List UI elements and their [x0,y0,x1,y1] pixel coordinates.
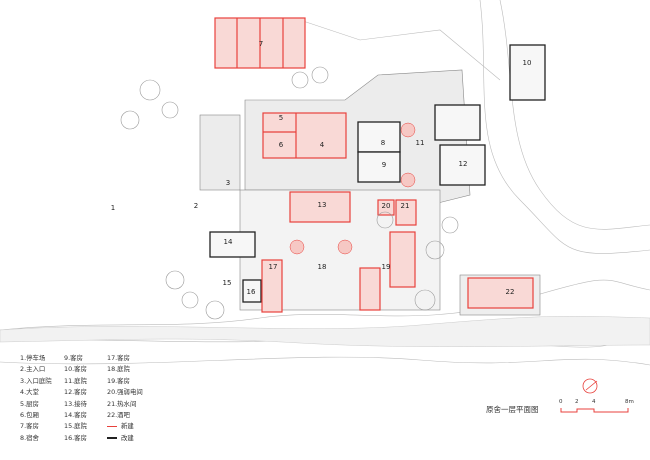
room-label: 9 [382,161,386,169]
legend-item: 5.厨房 [20,399,39,408]
new-line-swatch [107,425,117,428]
renovated-line-swatch [107,437,117,439]
room-label: 6 [279,141,284,149]
legend-item: 10.客房 [64,365,87,374]
scale-tick: 8m [625,399,634,405]
legend-item: 4.大堂 [20,388,39,397]
drawing-title: 原舍一层平面图 [486,405,539,414]
legend-item: 17.客房 [107,354,130,362]
room-label: 1 [111,204,115,212]
room-label: 15 [223,279,232,287]
renovated-blocks [209,44,546,303]
room-label: 14 [224,238,233,246]
legend-new-label: 新建 [121,422,134,431]
legend-item: 13.接待 [64,399,87,408]
room-label: 20 [382,202,391,210]
room-label: 13 [318,201,327,209]
legend-item: 18.庭院 [107,365,130,374]
legend-item: 3.入口庭院 [20,376,52,385]
room-7 [214,17,306,69]
scale-bar [560,408,629,413]
trees [120,66,459,320]
legend-item: 7.客房 [20,422,39,431]
legend-item: 1.停车场 [20,354,46,362]
legend-item: 19.客房 [107,376,130,385]
scale-tick: 4 [592,399,596,405]
room-label: 5 [279,114,283,122]
room-label: 10 [523,59,532,67]
room-label: 19 [382,263,391,271]
room-labels: 1 2 3 4 5 6 7 8 9 10 11 12 13 14 15 16 1… [111,40,532,296]
new-blocks [261,191,534,313]
legend-item: 15.庭院 [64,422,87,431]
legend-item: 2.主入口 [20,365,46,374]
room-label: 11 [416,139,425,147]
legend-item: 12.客房 [64,388,87,397]
courtyard-trees [289,122,416,255]
room-label: 22 [506,288,515,296]
room-label: 7 [259,40,263,48]
room-label: 3 [226,179,230,187]
river [0,316,650,347]
legend-item: 8.宿舍 [20,433,39,442]
legend-item: 22.酒吧 [107,411,130,420]
room-label: 18 [318,263,327,271]
north-arrow-icon [582,378,598,394]
room-label: 16 [247,288,256,296]
legend-item: 9.客房 [64,354,83,362]
legend-item: 21.热水间 [107,399,137,408]
room-label: 12 [459,160,468,168]
site-contours [0,0,650,366]
room-label: 17 [269,263,278,271]
legend-new: 新建 [107,421,143,432]
legend-item: 14.客房 [64,411,87,420]
rooms-4-5-6 [262,112,347,159]
room-label: 4 [320,141,325,149]
room-label: 2 [194,202,198,210]
legend-item: 16.客房 [64,433,87,442]
legend-item: 11.庭院 [64,376,87,385]
scale-tick: 2 [575,399,579,405]
legend-item: 20.强弱电间 [107,388,143,397]
room-label: 21 [401,202,410,210]
legend-item: 6.包厢 [20,411,39,420]
scale-tick: 0 [559,399,563,405]
legend-renovated: 改建 [107,433,143,444]
room-label: 8 [381,139,385,147]
legend-renovated-label: 改建 [121,433,134,442]
